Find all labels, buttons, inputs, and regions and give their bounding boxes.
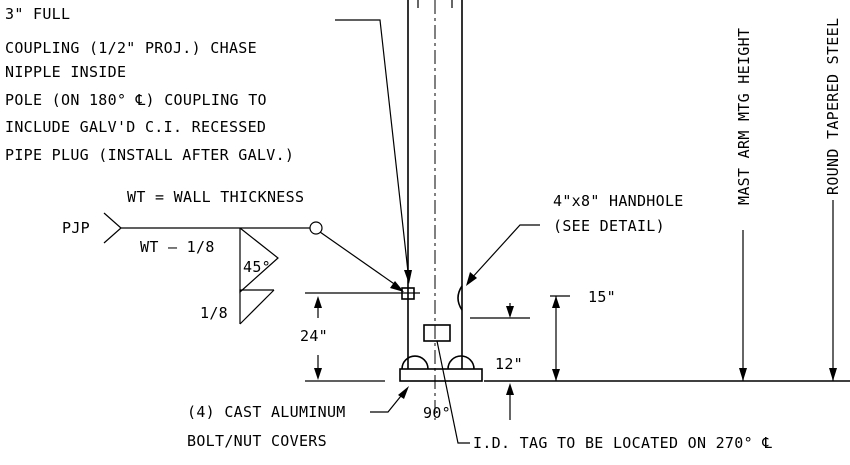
pjp-label: PJP: [62, 219, 90, 237]
base-plate: [399, 368, 483, 382]
coupling-note-line-3: NIPPLE INSIDE: [5, 63, 126, 81]
bolt-covers-arrow: [398, 386, 409, 399]
handhole-leader-arrow: [466, 272, 477, 286]
id-tag-rectangle: [423, 324, 451, 342]
id-tag-label: I.D. TAG TO BE LOCATED ON 270° ℄: [473, 434, 772, 452]
id-tag-leader: [436, 340, 470, 444]
bolt-covers-leader: [370, 390, 406, 413]
weld-symbol-tail: [103, 212, 122, 244]
dim-24-label: 24": [300, 327, 328, 345]
weld-arrow-line: [319, 231, 401, 289]
tapered-arrow: [829, 368, 837, 381]
mast-arm-height-label: MAST ARM MTG HEIGHT: [735, 28, 753, 205]
coupling-note-line-6: PIPE PLUG (INSTALL AFTER GALV.): [5, 146, 294, 164]
dim-12-arrow-bottom: [506, 383, 514, 395]
dim-12-arrow-top: [506, 306, 514, 318]
dim-24-arrow-bottom: [314, 368, 322, 380]
dim-12-label: 12": [495, 355, 523, 373]
wt-minus-label: WT – 1/8: [140, 238, 215, 256]
coupling-note-line-1: 3" FULL: [5, 5, 70, 23]
coupling-leader: [335, 19, 409, 273]
handhole-label-line-2: (SEE DETAIL): [553, 217, 665, 235]
round-tapered-steel-label: ROUND TAPERED STEEL: [824, 18, 842, 195]
coupling-note-line-4: POLE (ON 180° ℄) COUPLING TO: [5, 91, 267, 109]
bolt-cover-right: [447, 355, 475, 370]
fillet-upper: [239, 227, 279, 294]
weld-all-around-circle: [309, 221, 323, 235]
dim-15-arrow-top: [552, 296, 560, 308]
handhole-leader: [469, 224, 540, 281]
dim-24-arrow-top: [314, 296, 322, 308]
fraction-1-8-label: 1/8: [200, 304, 228, 322]
fillet-lower-diag: [239, 289, 275, 325]
wall-thickness-label: WT = WALL THICKNESS: [127, 188, 304, 206]
angle-45-label: 45°: [243, 258, 271, 276]
bolt-covers-line-2: BOLT/NUT COVERS: [187, 432, 327, 450]
angle-90-label: 90°: [423, 404, 451, 422]
coupling-note-line-2: COUPLING (1/2" PROJ.) CHASE: [5, 39, 257, 57]
fillet-lower: [239, 289, 274, 324]
coupling-note-line-5: INCLUDE GALV'D C.I. RECESSED: [5, 118, 266, 136]
bolt-cover-left: [401, 355, 429, 370]
mast-arm-arrow: [739, 368, 747, 381]
handhole-label-line-1: 4"x8" HANDHOLE: [553, 192, 684, 210]
dim-15-arrow-bottom: [552, 369, 560, 381]
weld-arrow-head: [390, 281, 404, 292]
handhole-shape: [457, 285, 463, 311]
coupling-leader-arrow: [404, 270, 412, 284]
bolt-covers-line-1: (4) CAST ALUMINUM: [187, 403, 346, 421]
dim-15-label: 15": [588, 288, 616, 306]
